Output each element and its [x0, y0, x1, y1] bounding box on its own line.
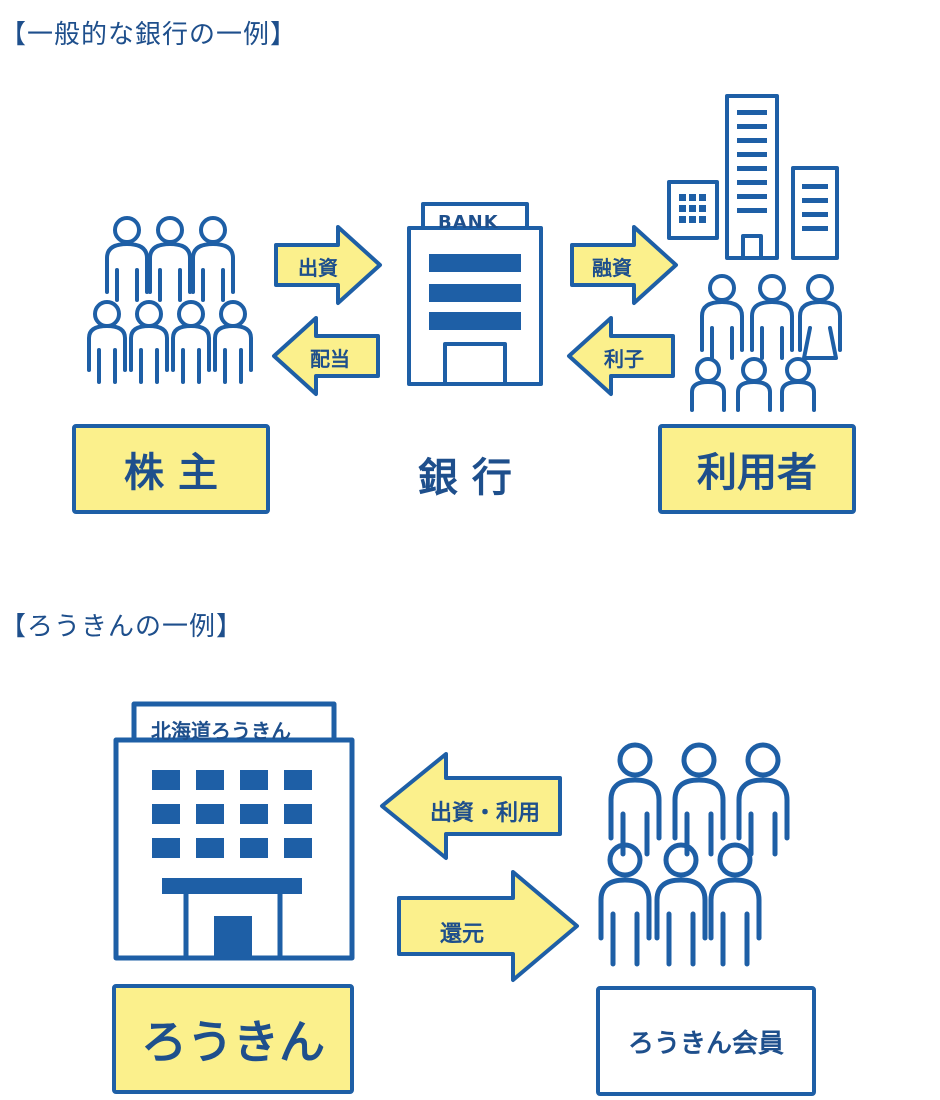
loan-arrow-right — [570, 225, 678, 305]
return-arrow-right — [397, 870, 579, 982]
rokin-label: ろうきん — [141, 1015, 325, 1069]
bank-sign-text: BANK — [438, 212, 499, 233]
shareholders-people-icon — [87, 216, 253, 384]
section2-title: 【ろうきんの一例】 — [0, 612, 244, 642]
bank-label: 銀 行 — [418, 455, 512, 501]
shareholders-label-box: 株 主 — [72, 424, 270, 514]
interest-arrow-left — [567, 316, 675, 396]
investment-use-arrow-label: 出資・利用 — [430, 801, 541, 826]
users-people-icon — [690, 274, 842, 412]
members-label: ろうきん会員 — [627, 1028, 784, 1059]
return-arrow-label: 還元 — [440, 922, 485, 947]
bank-building-icon — [407, 202, 543, 386]
dividend-arrow-left — [272, 316, 380, 396]
members-people-icon — [598, 742, 790, 967]
rokin-building-icon — [113, 701, 355, 961]
interest-arrow-label: 利子 — [604, 347, 644, 371]
rokin-label-box: ろうきん — [112, 984, 354, 1094]
companies-buildings-icon — [667, 94, 839, 260]
investment-arrow-label: 出資 — [298, 256, 338, 280]
users-label: 利用者 — [697, 450, 817, 496]
users-label-box: 利用者 — [658, 424, 856, 514]
dividend-arrow-label: 配当 — [310, 347, 350, 371]
investment-use-arrow-left — [380, 752, 562, 860]
rokin-building-sign: 北海道ろうきん — [151, 719, 291, 743]
investment-arrow-right — [274, 225, 382, 305]
section1-title: 【一般的な銀行の一例】 — [0, 20, 298, 50]
loan-arrow-label: 融資 — [592, 256, 632, 280]
shareholders-label: 株 主 — [124, 450, 218, 496]
members-label-box: ろうきん会員 — [596, 986, 816, 1096]
